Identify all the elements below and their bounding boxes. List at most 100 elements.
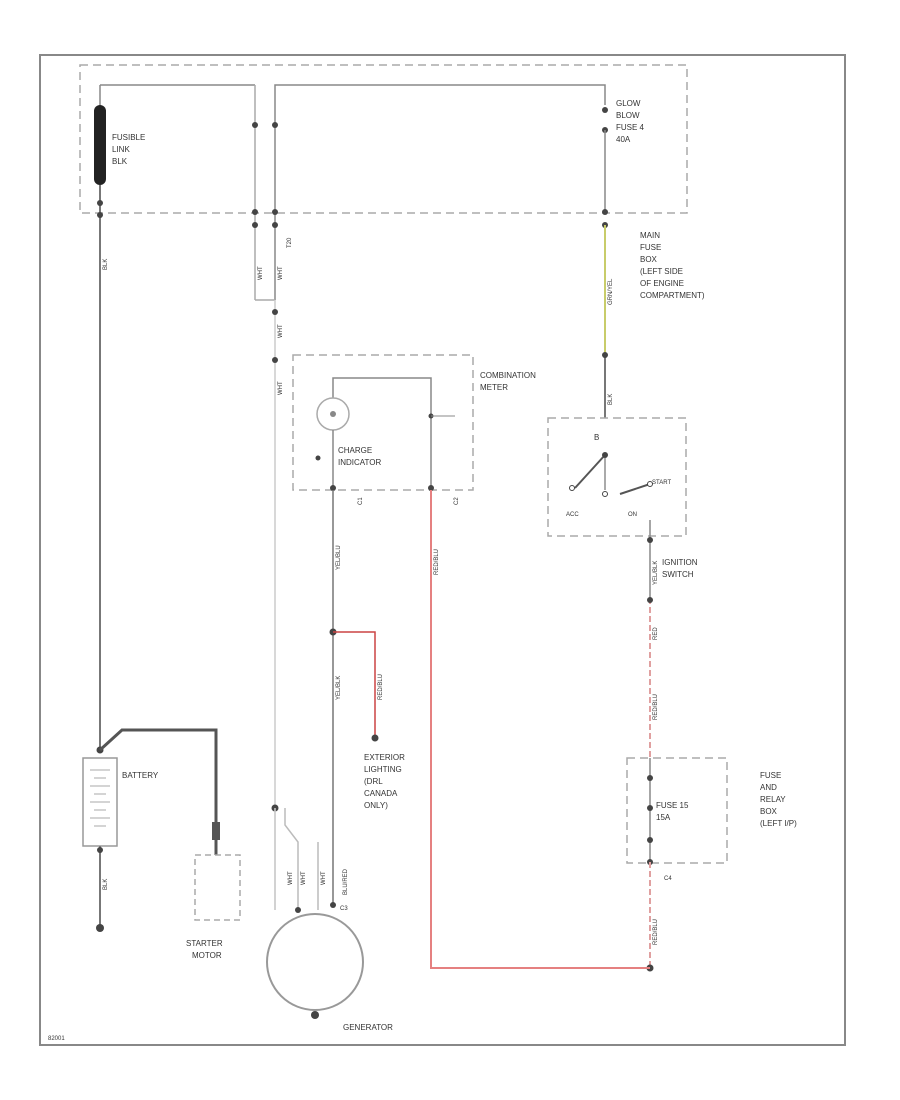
connector-dot xyxy=(330,485,336,491)
wire-label-yel-blu: YEL/BLU xyxy=(336,545,342,570)
connector-dot xyxy=(602,107,608,113)
ignition-switch-box xyxy=(547,417,687,537)
generator-label: GENERATOR xyxy=(343,1023,393,1032)
charge-indicator-label-1: CHARGE xyxy=(338,446,372,455)
switch-contact xyxy=(602,491,608,497)
switch-pivot xyxy=(602,452,608,458)
connector-dot xyxy=(647,597,653,603)
switch-contact xyxy=(569,485,575,491)
fuse-15-label-2: 15A xyxy=(656,813,671,822)
connector-dot xyxy=(97,847,103,853)
wire-label-blk-top: BLK xyxy=(103,259,109,270)
fusible-link-symbol xyxy=(94,105,106,185)
wire-label-wht-gen-3: WHT xyxy=(321,871,327,885)
fuse-relay-label-1: FUSE xyxy=(760,771,781,780)
exterior-lighting-label-2: LIGHTING xyxy=(364,765,402,774)
wire-label-blk-sw: BLK xyxy=(608,394,614,405)
ignition-switch-b: B xyxy=(594,433,599,442)
connector-dot xyxy=(315,455,321,461)
connector-dot xyxy=(272,222,278,228)
connector-dot xyxy=(330,902,336,908)
exterior-lighting-label-4: CANADA xyxy=(364,789,398,798)
wire-label-wht-left: WHT xyxy=(258,266,264,280)
figure-id: 82001 xyxy=(48,1036,65,1042)
wire-label-wht-gen-1: WHT xyxy=(288,871,294,885)
fuse-relay-box xyxy=(626,757,728,864)
wire-label-red-blu-meter: RED/BLU xyxy=(434,549,440,575)
connector-dot xyxy=(295,907,301,913)
connector-c3: C3 xyxy=(340,906,348,912)
lamp-center xyxy=(330,411,336,417)
ground-point xyxy=(96,924,104,932)
battery-label: BATTERY xyxy=(122,771,159,780)
fuse-relay-label-2: AND xyxy=(760,783,777,792)
connector-dot xyxy=(647,837,653,843)
wire-label-red-blu-fuse: RED/BLU xyxy=(653,919,659,945)
charge-indicator-label-2: INDICATOR xyxy=(338,458,381,467)
connector-dot xyxy=(97,212,103,218)
switch-contact xyxy=(647,481,653,487)
ignition-switch-start: START xyxy=(652,480,671,486)
ignition-switch-acc: ACC xyxy=(566,512,579,518)
wire-label-wht-low: WHT xyxy=(278,381,284,395)
main-fuse-box-label-6: COMPARTMENT) xyxy=(640,291,705,300)
fuse-relay-label-4: BOX xyxy=(760,807,778,816)
connector-c1: C1 xyxy=(358,497,364,505)
wire-label-wht-mid: WHT xyxy=(278,324,284,338)
main-fuse-box-label-5: OF ENGINE xyxy=(640,279,684,288)
combination-meter-label-2: METER xyxy=(480,383,508,392)
glow-fuse-label-4: 40A xyxy=(616,135,631,144)
connector-dot xyxy=(252,209,258,215)
starter-connector xyxy=(212,822,220,840)
wire-label-wht-gen-2: WHT xyxy=(301,871,307,885)
wire-label-grn-yel: GRN/YEL xyxy=(608,278,614,305)
connector-dot xyxy=(647,775,653,781)
connector-dot xyxy=(272,122,278,128)
ignition-switch-label-1: IGNITION xyxy=(662,558,698,567)
glow-fuse-label-2: BLOW xyxy=(616,111,640,120)
ignition-switch-on: ON xyxy=(628,512,637,518)
wire-red-blu-drl xyxy=(333,631,376,738)
glow-fuse-label-1: GLOW xyxy=(616,99,641,108)
battery-cells xyxy=(90,769,110,827)
wire-red-generator xyxy=(430,490,650,969)
wire-label-blk-bat: BLK xyxy=(103,879,109,890)
diagram-frame xyxy=(39,54,846,1046)
wire-label-red-blu: RED/BLU xyxy=(653,694,659,720)
connector-c2: C2 xyxy=(454,497,460,505)
connector-dot xyxy=(272,309,278,315)
fusible-link-label-1: FUSIBLE xyxy=(112,133,145,142)
wire-label-wht-right: WHT xyxy=(278,266,284,280)
connector-c4: C4 xyxy=(664,876,672,882)
fuse-relay-label-5: (LEFT I/P) xyxy=(760,819,797,828)
wire-meter-internal xyxy=(332,377,432,490)
glow-fuse-label-3: FUSE 4 xyxy=(616,123,645,132)
fuse-15-label-1: FUSE 15 xyxy=(656,801,689,810)
connector-dot xyxy=(272,357,278,363)
underhood-box-outline xyxy=(79,64,688,214)
starter-motor-symbol xyxy=(194,854,241,921)
fusible-link-label-2: LINK xyxy=(112,145,130,154)
starter-motor-label-1: STARTER xyxy=(186,939,223,948)
combination-meter-label-1: COMBINATION xyxy=(480,371,536,380)
generator-ground xyxy=(311,1011,319,1019)
connector-dot xyxy=(252,122,258,128)
generator-symbol xyxy=(266,913,364,1011)
fusible-link-label-3: BLK xyxy=(112,157,128,166)
main-fuse-box-label-3: BOX xyxy=(640,255,658,264)
wire-label-red-blu-drl: RED/BLU xyxy=(378,674,384,700)
ignition-switch-label-2: SWITCH xyxy=(662,570,694,579)
combination-meter-box xyxy=(292,354,474,491)
connector-dot xyxy=(272,209,278,215)
exterior-lighting-label-3: (DRL xyxy=(364,777,383,786)
connector-dot xyxy=(252,222,258,228)
wire-top-bus-right xyxy=(274,84,606,300)
wire-label-blu-red: BLU/RED xyxy=(343,868,349,895)
main-fuse-box-label-2: FUSE xyxy=(640,243,661,252)
connector-dot xyxy=(97,200,103,206)
connector-dot xyxy=(371,734,379,742)
wire-battery-starter xyxy=(98,728,218,855)
connector-dot xyxy=(647,805,653,811)
exterior-lighting-label-1: EXTERIOR xyxy=(364,753,405,762)
